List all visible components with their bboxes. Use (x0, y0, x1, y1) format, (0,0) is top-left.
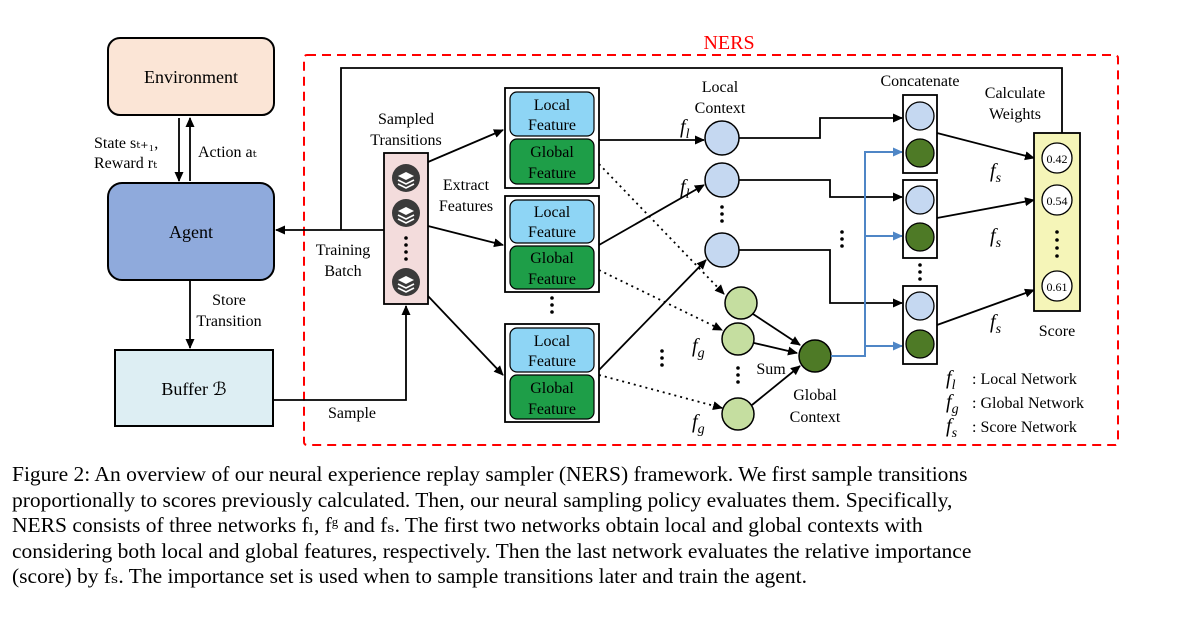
local-feature-box-2 (509, 199, 595, 244)
action-label: Action aₜ (198, 144, 257, 161)
sampled-label: Sampled (378, 111, 434, 128)
sum-label: Sum (756, 361, 786, 378)
caption-line: Figure 2: An overview of our neural expe… (12, 462, 968, 486)
state-label: State sₜ₊₁, (94, 135, 158, 152)
environment-label: Environment (144, 67, 238, 87)
buffer-label: Buffer ℬ (161, 379, 226, 399)
svg-text:Feature: Feature (528, 401, 576, 418)
local-feature-box-1 (509, 91, 595, 137)
svg-text:Feature: Feature (528, 165, 576, 182)
svg-text:Global: Global (530, 380, 574, 397)
layers-icon (392, 199, 420, 227)
reward-label: Reward rₜ (94, 155, 157, 172)
caption-line: (score) by fₛ. The importance set is use… (12, 564, 807, 588)
ners-region (303, 54, 1119, 446)
store-label: Store (212, 292, 246, 309)
svg-text:fl: fl (680, 116, 690, 142)
score-value-3: 0.61 (1047, 280, 1068, 294)
agent-box (107, 182, 275, 281)
global-node-3 (721, 397, 755, 431)
svg-text:fg: fg (692, 411, 705, 437)
environment-box (107, 37, 275, 116)
global-feature-box-2 (509, 245, 595, 290)
features-label: Features (439, 198, 493, 215)
weights-label: Weights (989, 106, 1041, 123)
svg-text:fs: fs (990, 311, 1002, 337)
layers-icon (392, 268, 420, 296)
caption-line: proportionally to scores previously calc… (12, 487, 953, 512)
svg-text:fl: fl (946, 367, 956, 393)
local-context-node-1 (704, 120, 740, 156)
vertical-dots (550, 296, 554, 314)
legend: fl : Local Network fg : Global Network f… (946, 367, 1084, 441)
global-node-2 (721, 322, 755, 356)
local-context-node-3 (704, 232, 740, 268)
svg-text:Local: Local (534, 333, 571, 350)
score-label: Score (1039, 323, 1075, 340)
calculate-label: Calculate (985, 85, 1045, 102)
svg-text:Feature: Feature (528, 353, 576, 370)
score-node-2 (1041, 184, 1073, 216)
local-context-label: Local (702, 79, 739, 96)
score-value-2: 0.54 (1047, 194, 1068, 208)
buffer-box (114, 349, 274, 427)
svg-text:Feature: Feature (528, 271, 576, 288)
training-label: Training (316, 242, 371, 259)
caption-line: considering both local and global featur… (12, 538, 972, 563)
svg-text:fs: fs (946, 415, 958, 441)
svg-text:Local: Local (534, 97, 571, 114)
svg-text:Feature: Feature (528, 224, 576, 241)
layers-icon (392, 164, 420, 192)
vertical-dots (840, 230, 844, 248)
local-context-node-2 (704, 162, 740, 198)
svg-text:: Global Network: : Global Network (972, 395, 1084, 412)
vertical-dots (720, 205, 724, 223)
global-context-label-2: Context (790, 409, 841, 426)
agent-label: Agent (169, 222, 213, 242)
transitions-label: Transitions (370, 132, 441, 149)
sample-label: Sample (328, 405, 376, 422)
ners-diagram: NERS Environment Agent Buffer ℬ State sₜ… (94, 32, 1119, 446)
local-context-label-2: Context (695, 100, 746, 117)
extract-label: Extract (443, 177, 490, 194)
global-feature-box-1 (509, 138, 595, 185)
figure-caption: Figure 2: An overview of our neural expe… (12, 462, 1192, 590)
score-node-1 (1041, 142, 1073, 174)
svg-text:fg: fg (692, 335, 705, 361)
svg-text:fg: fg (946, 391, 959, 417)
caption-line: NERS consists of three networks fₗ, fᵍ a… (12, 513, 923, 537)
transition-label: Transition (196, 313, 261, 330)
global-context-label: Global (793, 387, 837, 404)
svg-text:Global: Global (530, 250, 574, 267)
svg-text:Feature: Feature (528, 117, 576, 134)
batch-label: Batch (324, 263, 361, 280)
global-node-1 (724, 286, 758, 320)
score-node-3 (1041, 270, 1073, 302)
svg-text:: Score Network: : Score Network (972, 419, 1077, 436)
svg-text:fs: fs (990, 160, 1002, 186)
svg-text:fs: fs (990, 225, 1002, 251)
svg-text:Local: Local (534, 204, 571, 221)
ners-title: NERS (703, 32, 754, 54)
svg-text:fl: fl (680, 176, 690, 202)
score-value-1: 0.42 (1047, 152, 1068, 166)
concatenate-label: Concatenate (880, 73, 959, 90)
vertical-dots (1055, 230, 1059, 258)
svg-text:Global: Global (530, 144, 574, 161)
vertical-dots (918, 263, 922, 281)
vertical-dots (404, 236, 408, 261)
svg-text:: Local Network: : Local Network (972, 371, 1077, 388)
local-feature-box-3 (509, 327, 595, 373)
global-feature-box-3 (509, 374, 595, 420)
vertical-dots (660, 349, 664, 367)
global-context-node (798, 339, 832, 373)
vertical-dots (736, 366, 740, 384)
